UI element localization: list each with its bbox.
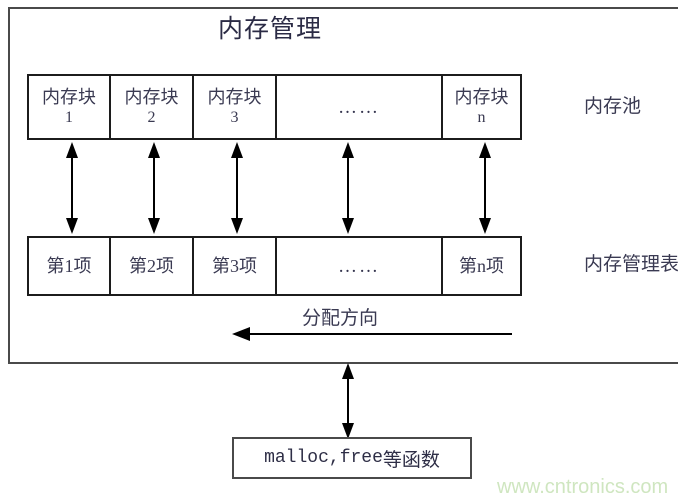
memory-pool-cell-1: 内存块 1	[29, 76, 111, 138]
memory-table-cell-2: 第2项	[111, 238, 194, 294]
memory-pool-label: 内存池	[584, 96, 642, 117]
link-arrow-3	[231, 142, 243, 234]
memory-management-table-label: 内存管理表	[584, 254, 678, 275]
functions-box-code: malloc,free	[264, 448, 383, 468]
memory-pool-table: 内存块 1 内存块 2 内存块 3 …… 内存块 n	[27, 74, 522, 140]
memory-table-cell-n: 第n项	[443, 238, 520, 294]
memory-table-cell-3-text: 第3项	[212, 255, 257, 276]
page-title: 内存管理	[217, 16, 322, 43]
memory-table-cell-n-text: 第n项	[459, 255, 504, 276]
memory-pool-cell-2-name: 内存块	[124, 87, 179, 107]
memory-pool-cell-2-index: 2	[147, 109, 156, 126]
link-arrow-5	[479, 142, 491, 234]
memory-pool-cell-n-index: n	[477, 109, 486, 126]
functions-connector-arrow	[342, 363, 354, 439]
link-arrow-2	[148, 142, 160, 234]
memory-table-cell-1-text: 第1项	[46, 255, 92, 276]
memory-table-ellipsis-text: ……	[338, 255, 380, 277]
functions-box-suffix: 等函数	[382, 449, 440, 471]
memory-management-table: 第1项 第2项 第3项 …… 第n项	[27, 236, 522, 296]
link-arrow-1	[66, 142, 78, 234]
memory-management-frame	[8, 7, 678, 364]
memory-pool-cell-1-name: 内存块	[42, 87, 96, 107]
memory-table-cell-3: 第3项	[194, 238, 277, 294]
memory-table-cell-ellipsis: ……	[277, 238, 443, 294]
memory-pool-cell-3-index: 3	[230, 109, 239, 126]
allocation-direction-arrow	[232, 327, 512, 341]
link-arrow-4	[342, 142, 354, 234]
memory-pool-cell-n-name: 内存块	[454, 87, 509, 107]
memory-pool-cell-n: 内存块 n	[443, 76, 520, 138]
memory-table-cell-1: 第1项	[29, 238, 111, 294]
allocation-direction-label: 分配方向	[301, 308, 378, 329]
watermark-text: www.cntronics.com	[497, 476, 669, 498]
memory-pool-cell-3: 内存块 3	[194, 76, 277, 138]
memory-pool-ellipsis-text: ……	[338, 96, 380, 118]
memory-table-cell-2-text: 第2项	[129, 255, 174, 276]
memory-pool-cell-3-name: 内存块	[207, 87, 262, 107]
memory-pool-cell-1-index: 1	[65, 109, 73, 126]
memory-pool-cell-2: 内存块 2	[111, 76, 194, 138]
memory-pool-cell-ellipsis: ……	[277, 76, 443, 138]
